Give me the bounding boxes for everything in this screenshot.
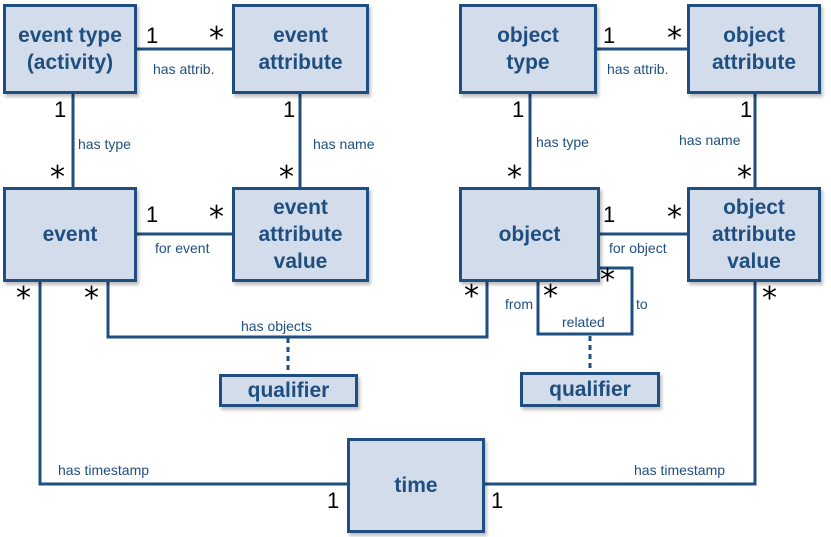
event-attribute-entity[interactable]: event attribute <box>232 4 369 94</box>
relationship-label-oav-time: has timestamp <box>634 462 726 478</box>
multiplicity-one: 1 <box>603 202 616 227</box>
multiplicity-one: 1 <box>603 23 616 48</box>
multiplicity-one: 1 <box>146 23 159 48</box>
relationship-label-object-object-from: from <box>505 296 533 312</box>
relationship-label-object-object-related: related <box>562 314 605 330</box>
event-object-qualifier[interactable]: qualifier <box>219 374 358 407</box>
line-object-object <box>536 266 634 336</box>
multiplicity-many: * <box>209 200 224 235</box>
multiplicity-one: 1 <box>146 202 159 227</box>
multiplicity-one: 1 <box>54 97 67 122</box>
object-attribute-value-entity[interactable]: object attribute value <box>687 187 821 282</box>
line-oav-time <box>485 282 757 486</box>
relationship-label-object-oav: for object <box>609 240 667 256</box>
event-entity[interactable]: event <box>3 187 137 282</box>
multiplicity-many: * <box>464 279 479 314</box>
relationship-label-objecttype-objectattribute: has attrib. <box>607 61 669 77</box>
multiplicity-many: * <box>667 21 682 56</box>
line-event-time <box>38 282 347 486</box>
relationship-label-object-object-to: to <box>636 296 648 312</box>
multiplicity-many: * <box>279 160 294 195</box>
multiplicity-many: * <box>667 200 682 235</box>
object-object-qualifier[interactable]: qualifier <box>520 372 660 407</box>
multiplicity-many: * <box>737 160 752 195</box>
multiplicity-one: 1 <box>283 97 296 122</box>
relationship-label-eventtype-eventattribute: has attrib. <box>153 61 215 77</box>
relationship-label-eventattribute-eav: has name <box>313 136 375 152</box>
object-entity[interactable]: object <box>459 187 600 282</box>
relationship-label-event-eav: for event <box>155 240 210 256</box>
multiplicity-many: * <box>209 21 224 56</box>
relationship-label-objecttype-object: has type <box>536 134 589 150</box>
time-entity[interactable]: time <box>347 438 485 533</box>
object-attribute-entity[interactable]: object attribute <box>687 4 821 94</box>
relationship-label-event-time: has timestamp <box>58 462 150 478</box>
line-event-object <box>106 282 489 339</box>
multiplicity-many: * <box>507 160 522 195</box>
multiplicity-many: * <box>50 160 65 195</box>
multiplicity-many: * <box>762 281 777 316</box>
object-type-entity[interactable]: object type <box>459 4 597 94</box>
relationship-label-objectattribute-oav: has name <box>679 132 741 148</box>
multiplicity-many: * <box>16 281 31 316</box>
multiplicity-many: * <box>84 281 99 316</box>
relationship-label-event-object: has objects <box>241 318 312 334</box>
multiplicity-one: 1 <box>327 488 340 513</box>
multiplicity-one: 1 <box>491 488 504 513</box>
relationship-label-eventtype-event: has type <box>78 136 131 152</box>
multiplicity-one: 1 <box>740 97 753 122</box>
multiplicity-many: * <box>543 279 558 314</box>
multiplicity-many: * <box>600 263 615 298</box>
event-type-entity[interactable]: event type (activity) <box>3 4 137 94</box>
multiplicity-one: 1 <box>512 97 525 122</box>
event-attribute-value-entity[interactable]: event attribute value <box>232 187 369 282</box>
